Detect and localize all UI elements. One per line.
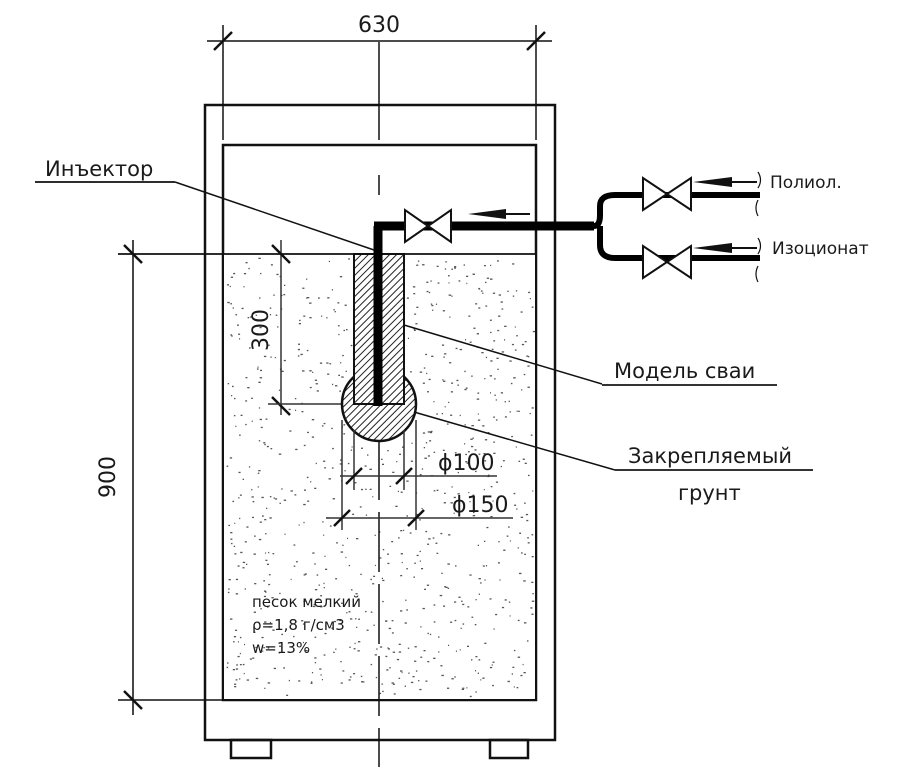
pile-model-label: Модель сваи	[614, 359, 755, 383]
dimension-width: 630	[207, 13, 552, 140]
dimension-pile-diameter: ϕ100	[340, 430, 497, 490]
dimension-height-label: 900	[96, 456, 121, 498]
gate-valve-icon	[642, 244, 692, 280]
dimension-height: 900	[96, 240, 143, 715]
flow-direction-arrow-icon	[468, 209, 530, 219]
isocyanate-label: Изоционат	[772, 239, 869, 259]
soil-type-label: песок мелкий	[252, 593, 361, 611]
dimension-treated-diameter: ϕ150	[326, 420, 513, 530]
injector-callout: Инъектор	[35, 157, 375, 251]
gate-valve-icon	[404, 208, 452, 244]
flow-direction-arrow-icon	[693, 243, 757, 253]
pile-model-callout: Модель сваи	[403, 324, 777, 386]
treated-soil-label-line1: Закрепляемый	[628, 444, 792, 468]
injector-label: Инъектор	[45, 157, 153, 181]
gate-valve-icon	[642, 176, 692, 212]
foot-left	[229, 738, 273, 760]
sand-texture	[226, 257, 535, 698]
soil-properties: песок мелкий ρ=1,8 г/см3 w=13%	[252, 593, 361, 657]
pile-diameter-label: ϕ100	[438, 451, 495, 476]
outer-container	[203, 103, 557, 742]
pipe-break-mark	[755, 171, 762, 217]
dimension-width-label: 630	[358, 13, 400, 38]
treated-diameter-label: ϕ150	[452, 493, 509, 518]
pipe-break-mark	[755, 237, 762, 283]
foot-right	[488, 738, 530, 760]
injection-depth-label: 300	[249, 309, 274, 351]
polyol-label: Полиол.	[770, 173, 842, 193]
soil-moisture-label: w=13%	[252, 639, 310, 657]
treated-soil-label-line2: грунт	[678, 481, 741, 505]
dimension-injection-depth: 300	[249, 240, 345, 416]
soil-density-label: ρ=1,8 г/см3	[252, 616, 345, 634]
treated-soil-callout: Закрепляемый грунт	[413, 411, 813, 505]
flow-direction-arrow-icon	[693, 177, 757, 187]
